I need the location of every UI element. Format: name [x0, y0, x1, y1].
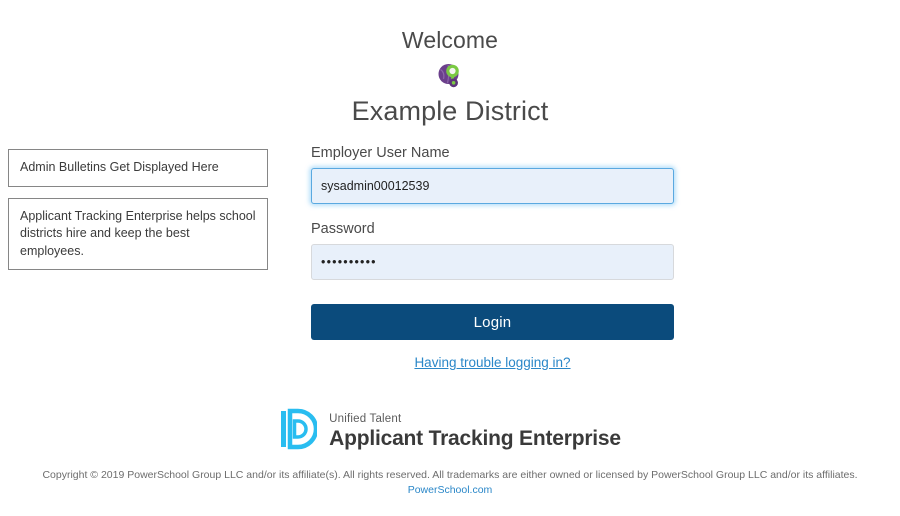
page-title: Welcome [401, 27, 499, 53]
trouble-link-container: Having trouble logging in? [311, 354, 674, 372]
district-logo-container [0, 60, 900, 92]
password-label: Password [311, 221, 375, 237]
copyright-footer: Copyright © 2019 PowerSchool Group LLC a… [0, 468, 900, 498]
password-field-group: Password [311, 221, 674, 280]
login-form: Employer User Name Password Login Having… [311, 145, 674, 372]
brand-subtitle: Unified Talent [329, 412, 402, 425]
username-field-group: Employer User Name [311, 145, 674, 204]
bulletin-item: Applicant Tracking Enterprise helps scho… [8, 197, 268, 270]
employer-username-input[interactable] [311, 168, 674, 204]
main-content: Admin Bulletins Get Displayed Here Appli… [0, 145, 900, 395]
username-label: Employer User Name [311, 145, 450, 161]
district-globe-key-icon [435, 60, 465, 90]
bulletin-item: Admin Bulletins Get Displayed Here [8, 149, 268, 187]
copyright-text: Copyright © 2019 PowerSchool Group LLC a… [42, 469, 858, 481]
admin-bulletins-panel: Admin Bulletins Get Displayed Here Appli… [8, 149, 268, 281]
product-branding: Unified Talent Applicant Tracking Enterp… [0, 408, 900, 455]
brand-text: Unified Talent Applicant Tracking Enterp… [329, 412, 621, 451]
login-button[interactable]: Login [311, 304, 674, 340]
powerschool-p-icon [279, 408, 319, 455]
powerschool-website-link[interactable]: PowerSchool.com [407, 484, 493, 497]
password-input[interactable] [311, 244, 674, 280]
district-name: Example District [351, 96, 549, 126]
having-trouble-logging-in-link[interactable]: Having trouble logging in? [414, 355, 571, 370]
brand-title: Applicant Tracking Enterprise [329, 427, 621, 451]
